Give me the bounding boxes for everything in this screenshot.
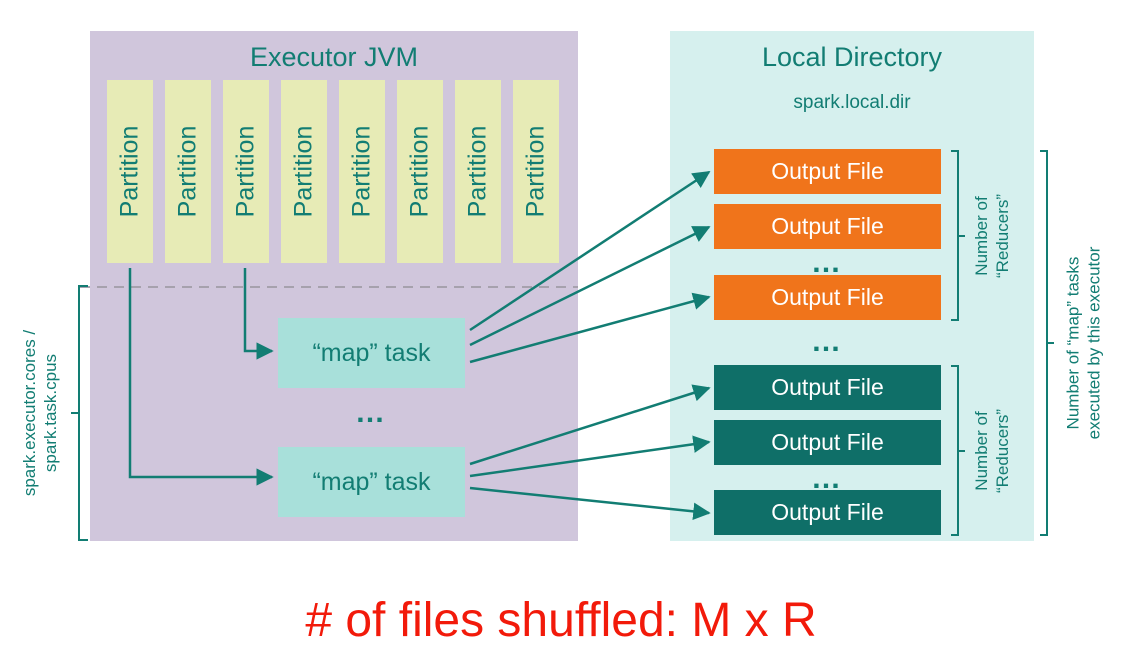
map-tasks-label-line2: executed by this executor xyxy=(1084,246,1103,440)
output-file-g1-1: Output File xyxy=(714,149,941,194)
files-shuffled-caption: # of files shuffled: M x R xyxy=(305,594,817,647)
output-file-g1-2: Output File xyxy=(714,204,941,249)
executor-jvm-title: Executor JVM xyxy=(249,42,419,72)
partition-6: Partition xyxy=(397,80,443,263)
output-file-g2-ellipsis: … xyxy=(811,462,844,495)
output-file-g1-ellipsis: … xyxy=(811,246,844,279)
partition-4: Partition xyxy=(281,80,327,263)
map-tasks-label-line1: Number of “map” tasks xyxy=(1063,256,1082,430)
task2-arrow-1 xyxy=(469,384,711,466)
local-directory-subtitle: spark.local.dir xyxy=(793,92,911,113)
task1-arrow-1 xyxy=(469,170,711,332)
cores-bracket xyxy=(71,285,88,541)
reducers-label-1-line1: Number of xyxy=(972,196,991,276)
cores-label-line2: spark.task.cpus xyxy=(41,353,60,473)
map-task-2: “map” task xyxy=(278,447,465,517)
cores-label-line1: spark.executor.cores / xyxy=(20,329,39,497)
output-file-g2-1: Output File xyxy=(714,365,941,410)
map-tasks-bracket xyxy=(1040,150,1054,536)
local-directory-title: Local Directory xyxy=(761,42,943,72)
task2-arrow-2 xyxy=(469,435,711,478)
partition-5: Partition xyxy=(339,80,385,263)
partition-to-task2-connector xyxy=(128,268,274,486)
cores-label: spark.executor.cores / spark.task.cpus xyxy=(20,293,60,533)
map-task-ellipsis: … xyxy=(355,396,388,429)
task1-arrow-3 xyxy=(469,292,711,364)
output-file-g2-2: Output File xyxy=(714,420,941,465)
partition-8: Partition xyxy=(513,80,559,263)
reducers-bracket-1 xyxy=(951,150,965,321)
reducers-label-2-line1: Number of xyxy=(972,411,991,491)
reducers-bracket-2 xyxy=(951,365,965,536)
output-file-g1-3: Output File xyxy=(714,275,941,320)
map-task-1: “map” task xyxy=(278,318,465,388)
reducers-label-1: Number of “Reducers” xyxy=(967,176,1017,296)
task1-arrow-2 xyxy=(469,225,711,347)
reducers-label-1-line2: “Reducers” xyxy=(993,193,1012,279)
output-file-g2-3: Output File xyxy=(714,490,941,535)
partition-2: Partition xyxy=(165,80,211,263)
map-tasks-label: Number of “map” tasks executed by this e… xyxy=(1057,213,1109,473)
output-groups-ellipsis: … xyxy=(811,325,844,358)
task2-arrow-3 xyxy=(469,486,711,521)
partition-1: Partition xyxy=(107,80,153,263)
partition-to-task1-connector xyxy=(243,268,274,360)
reducers-label-2-line2: “Reducers” xyxy=(993,408,1012,494)
partition-7: Partition xyxy=(455,80,501,263)
partition-3: Partition xyxy=(223,80,269,263)
reducers-label-2: Number of “Reducers” xyxy=(967,391,1017,511)
